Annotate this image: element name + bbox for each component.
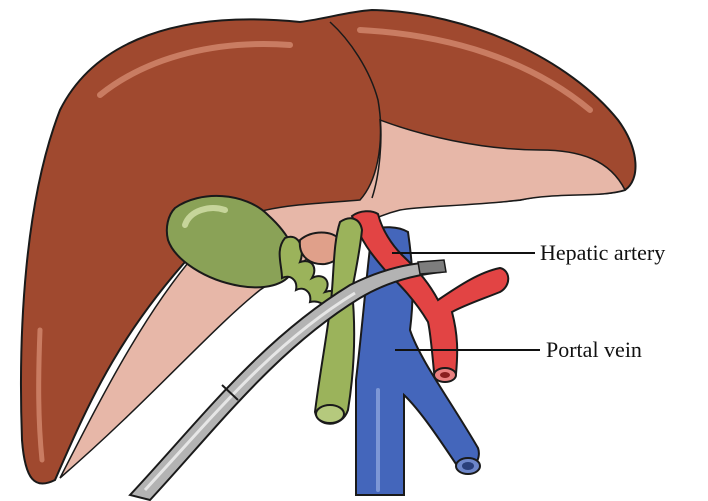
surgical-instrument-jaw (418, 260, 446, 274)
common-bile-duct-end (316, 405, 344, 423)
portal-vein-label: Portal vein (546, 337, 642, 362)
hepatic-artery-end-hole (440, 372, 450, 378)
hepatic-artery-label: Hepatic artery (540, 240, 665, 265)
portal-vein-branch-hole (462, 462, 474, 470)
